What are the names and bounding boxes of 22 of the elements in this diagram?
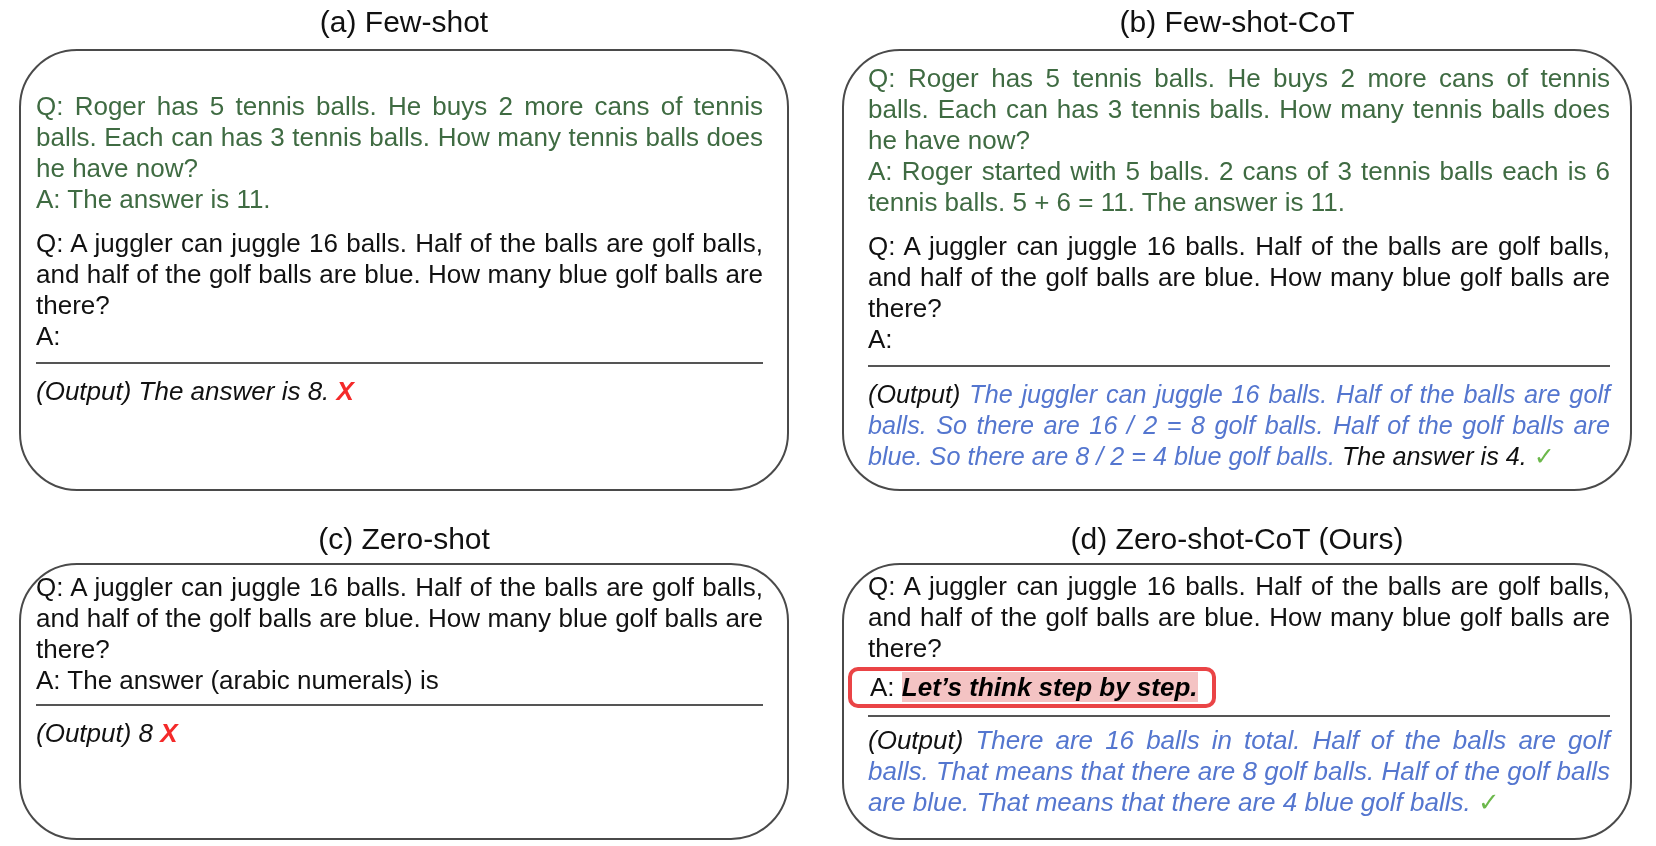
answer-prompt: A: The answer (arabic numerals) is xyxy=(36,665,440,696)
model-output: (Output) The juggler can juggle 16 balls. Half of the balls are golf balls. So there are 16 / 2 = 8 golf balls. Half of the golf balls are blue. So there are 8 / 2 = 4 blue golf balls. The answer is 4. ✓ xyxy=(868,379,1610,472)
example-answer: A: The answer is 11. xyxy=(36,184,272,215)
example-question: Q: Roger has 5 tennis balls. He buys 2 more cans of tennis balls. Each can has 3 tennis balls. How many tennis balls does he have now? xyxy=(868,63,1610,156)
question-text: Q: A juggler can juggle 16 balls. Half of the balls are golf balls, and half of the golf balls are blue. How many blue golf balls are there? xyxy=(868,231,1610,324)
model-output: (Output) The answer is 8. X xyxy=(36,376,356,407)
question-text: Q: A juggler can juggle 16 balls. Half of the balls are golf balls, and half of the golf balls are blue. How many blue golf balls are there? xyxy=(868,571,1610,664)
question-text: Q: A juggler can juggle 16 balls. Half of the balls are golf balls, and half of the golf balls are blue. How many blue golf balls are there? xyxy=(36,572,763,665)
answer-prompt: A: xyxy=(868,324,894,355)
panel-title: (c) Zero-shot xyxy=(318,522,490,556)
example-question: Q: Roger has 5 tennis balls. He buys 2 more cans of tennis balls. Each can has 3 tennis balls. How many tennis balls does he have now? xyxy=(36,91,763,184)
panel-title: (a) Few-shot xyxy=(319,5,489,39)
answer-prompt: A: xyxy=(36,321,62,352)
answer-prefix: A: xyxy=(870,672,895,702)
highlight-box xyxy=(848,667,1216,708)
panel-title: (b) Few-shot-CoT xyxy=(1119,5,1355,39)
question-text: Q: A juggler can juggle 16 balls. Half of the balls are golf balls, and half of the golf balls are blue. How many blue golf balls are there? xyxy=(36,228,763,321)
panel-title: (d) Zero-shot-CoT (Ours) xyxy=(1070,522,1404,556)
highlighted-prompt: Let’s think step by step. xyxy=(901,672,1198,702)
example-answer: A: Roger started with 5 balls. 2 cans of 3 tennis balls each is 6 tennis balls. 5 + 6 = 11. The answer is 11. xyxy=(868,156,1610,218)
model-output: (Output) There are 16 balls in total. Half of the balls are golf balls. That means that there are 8 golf balls. Half of the golf balls are blue. That means that there are 4 blue golf balls. ✓ xyxy=(868,725,1610,818)
model-output: (Output) 8 X xyxy=(36,718,180,749)
